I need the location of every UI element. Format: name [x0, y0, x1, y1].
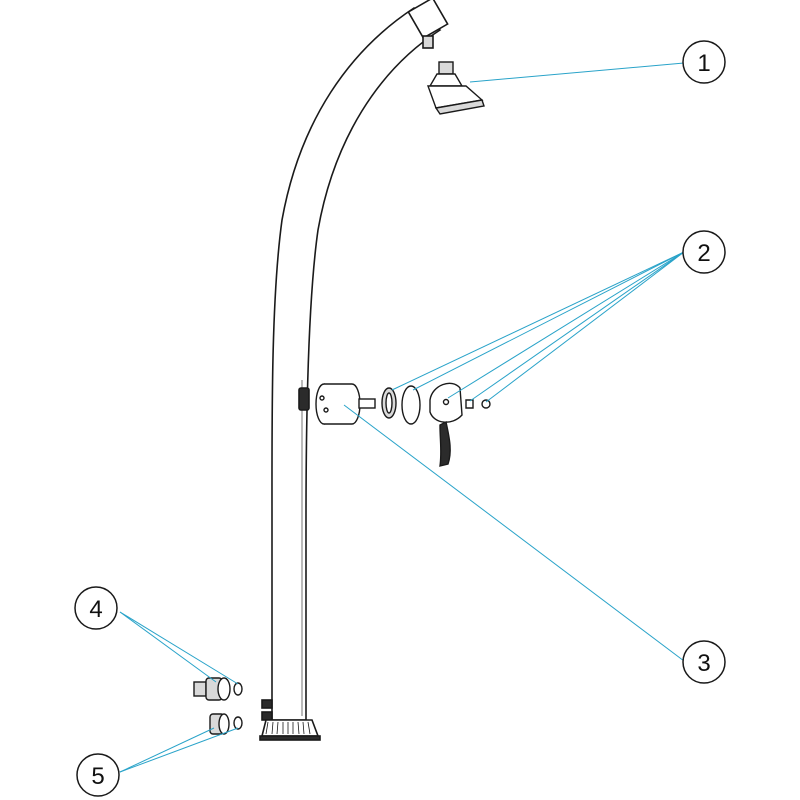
- lever-handle-arm: [439, 420, 451, 467]
- cartridge-hole-1: [319, 395, 325, 401]
- fixing-screw: [465, 399, 474, 409]
- plug-cap-face: [218, 713, 230, 735]
- callout-1: 1: [682, 40, 726, 84]
- hose-connector-nut: [217, 677, 231, 701]
- leader-5a: [119, 727, 215, 773]
- callout-1-circle: [682, 40, 726, 84]
- leader-1: [469, 62, 685, 83]
- leader-3: [343, 404, 685, 662]
- callout-5-number: 5: [91, 763, 104, 790]
- plug-cap: [209, 713, 243, 735]
- leader-lines: [119, 62, 685, 773]
- column-shower-nozzle: [422, 35, 434, 49]
- column-base-ribs: [265, 721, 311, 735]
- callout-4: 4: [74, 586, 118, 630]
- callout-2: 2: [682, 230, 726, 274]
- leader-2b: [412, 251, 685, 391]
- column-inlet-stub-lower: [261, 711, 273, 721]
- hose-washer: [233, 682, 243, 696]
- callout-5: 5: [76, 753, 120, 797]
- cartridge-hole-2: [323, 407, 329, 413]
- plug-washer: [233, 716, 243, 730]
- callout-3-circle: [682, 640, 726, 684]
- column-valve-boss: [298, 387, 310, 411]
- leader-4b: [119, 611, 239, 685]
- shower-head: [427, 61, 485, 115]
- leader-2e: [485, 251, 685, 403]
- callout-4-circle: [74, 586, 118, 630]
- callout-3-number: 3: [697, 650, 710, 677]
- callout-2-circle: [682, 230, 726, 274]
- shower-head-face: [434, 99, 485, 115]
- hose-connector-nozzle: [193, 681, 207, 697]
- callout-4-number: 4: [89, 596, 102, 623]
- hose-connector: [193, 677, 243, 701]
- leader-2c: [447, 251, 685, 399]
- valve-cartridge: [315, 383, 376, 425]
- column-inlet-stub-upper: [261, 699, 273, 709]
- cartridge-stem: [358, 398, 376, 409]
- cartridge-body: [324, 383, 361, 425]
- callout-2-number: 2: [697, 240, 710, 267]
- column-base-plate: [259, 735, 321, 741]
- lever-screw-hole: [442, 398, 450, 406]
- column-pipe: [271, 7, 442, 721]
- shower-head-connector: [438, 61, 454, 75]
- cover-cap: [401, 385, 421, 425]
- screw-cap: [481, 399, 491, 409]
- leader-2a: [391, 251, 685, 391]
- threaded-ring-inner: [385, 392, 393, 414]
- callout-3: 3: [682, 640, 726, 684]
- callout-5-circle: [76, 753, 120, 797]
- leader-4a: [119, 611, 217, 683]
- leader-2d: [469, 251, 685, 402]
- handle-set: [381, 382, 491, 467]
- shower-head-neck: [428, 73, 464, 87]
- shower-column: [259, 0, 449, 741]
- callout-1-number: 1: [697, 50, 710, 77]
- column-top-cap: [407, 0, 449, 40]
- leader-5b: [119, 727, 239, 773]
